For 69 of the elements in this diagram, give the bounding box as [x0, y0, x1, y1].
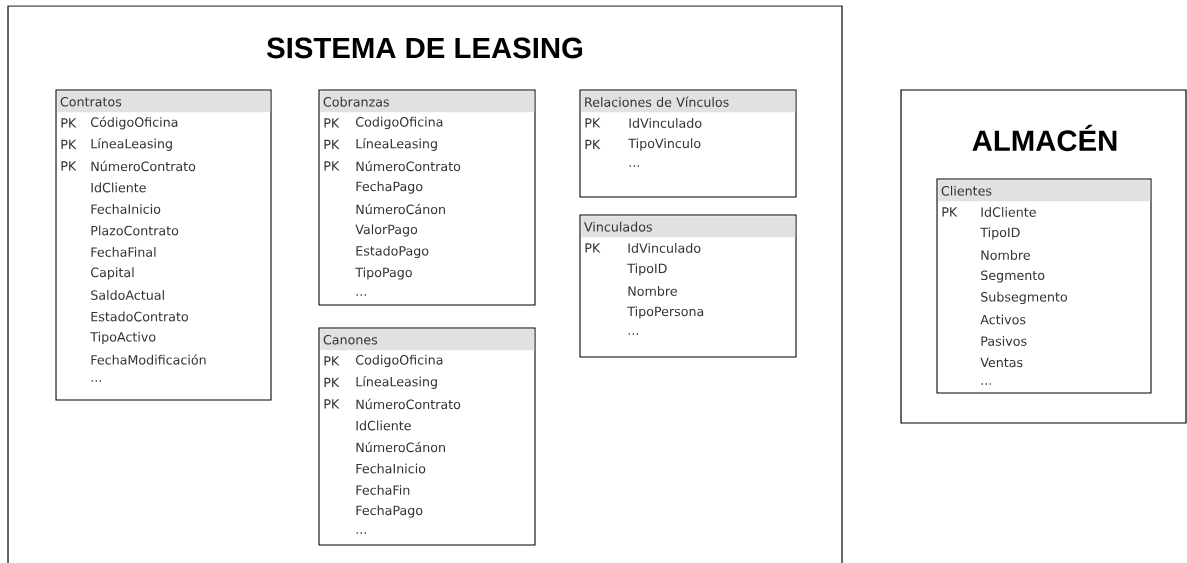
key-label: PK — [585, 118, 601, 128]
field-name: NúmeroContrato — [356, 398, 461, 410]
field-name: TipoActivo — [90, 331, 156, 345]
heading: ALMACÉN — [972, 124, 1117, 152]
field-name: ... — [628, 333, 638, 335]
field-name: IdCliente — [91, 182, 146, 193]
field-name: IdCliente — [356, 420, 411, 431]
field-name: NúmeroContrato — [356, 160, 461, 172]
key-label: PK — [942, 207, 958, 217]
field-name: EstadoPago — [356, 245, 429, 259]
heading: SISTEMA DE LEASING — [266, 37, 583, 59]
field-name: Ventas — [980, 357, 1023, 368]
field-name: Nombre — [628, 286, 677, 296]
key-label: PK — [324, 139, 340, 150]
field-name: Capital — [91, 267, 134, 280]
field-name: LíneaLeasing — [91, 138, 172, 151]
field-name: LíneaLeasing — [356, 376, 437, 389]
table-header: Vinculados — [581, 216, 796, 238]
table-header: Cobranzas — [320, 91, 535, 113]
key-label: PK — [585, 139, 601, 150]
field-name: ... — [356, 294, 366, 296]
field-name: TipoID — [627, 263, 667, 276]
field-name: FechaPago — [356, 505, 423, 518]
field-name: CódigoOficina — [91, 116, 178, 130]
key-label: PK — [324, 356, 340, 366]
field-name: CodigoOficina — [356, 354, 443, 368]
field-name: Segmento — [981, 270, 1045, 283]
field-name: NúmeroCánon — [356, 203, 445, 215]
key-label: PK — [61, 139, 77, 150]
field-name: Subsegmento — [981, 291, 1067, 305]
field-name: IdVinculado — [629, 118, 702, 128]
field-name: FechaPago — [356, 181, 423, 194]
field-name: ValorPago — [355, 224, 418, 237]
field-name: Activos — [980, 314, 1026, 325]
field-name: SaldoActual — [91, 290, 164, 300]
table-header: Contratos — [57, 91, 271, 113]
field-name: TipoID — [980, 227, 1020, 240]
field-name: Nombre — [981, 250, 1030, 260]
field-name: IdCliente — [981, 207, 1036, 217]
field-name: ... — [981, 383, 991, 385]
key-label: PK — [324, 399, 340, 409]
table-header: Relaciones de Vínculos — [581, 91, 796, 113]
field-name: FechaFin — [356, 485, 410, 495]
field-name: FechaModificación — [91, 354, 206, 365]
table-header: Clientes — [938, 180, 1151, 202]
field-name: NúmeroContrato — [91, 160, 196, 172]
field-name: FechaFinal — [91, 247, 156, 257]
field-name: ... — [91, 380, 101, 382]
key-label: PK — [61, 161, 77, 171]
field-name: IdVinculado — [628, 243, 701, 253]
key-label: PK — [585, 243, 601, 253]
field-name: LíneaLeasing — [356, 138, 437, 151]
key-label: PK — [324, 161, 340, 171]
key-label: PK — [324, 377, 340, 388]
key-label: PK — [61, 118, 77, 128]
field-name: TipoPersona — [627, 306, 704, 319]
field-name: TipoPago — [355, 267, 412, 280]
field-name: PlazoContrato — [91, 225, 179, 236]
field-name: Pasivos — [981, 336, 1027, 346]
field-name: ... — [629, 165, 639, 167]
field-name: NúmeroCánon — [356, 441, 445, 453]
field-name: CodigoOficina — [356, 116, 443, 130]
field-name: EstadoContrato — [91, 311, 188, 322]
key-label: PK — [324, 118, 340, 128]
table-header: Canones — [320, 329, 535, 351]
field-name: TipoVinculo — [628, 138, 701, 151]
field-name: ... — [356, 532, 366, 534]
field-name: FechaInicio — [91, 204, 161, 214]
field-name: FechaInicio — [356, 463, 426, 474]
